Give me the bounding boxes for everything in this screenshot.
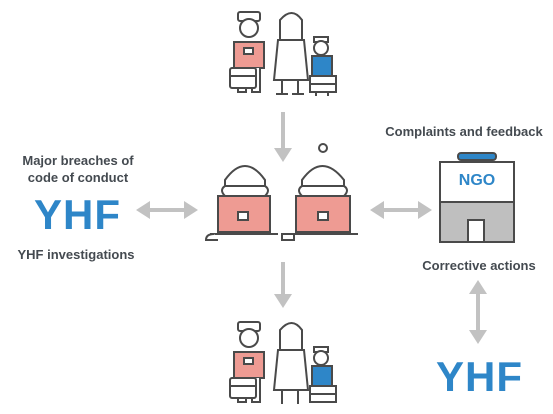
- arrow-left-right-ngo: [370, 201, 432, 219]
- yhf-investigations-label: YHF investigations: [17, 247, 135, 262]
- child-figure: [309, 36, 337, 96]
- arrow-up-down-right: [469, 280, 487, 344]
- ngo-sign-label: NGO: [458, 172, 496, 189]
- man-figure: [229, 11, 265, 93]
- arrow-left-right-yhf: [136, 201, 198, 219]
- corrective-actions-label: Corrective actions: [422, 258, 536, 273]
- staff-at-laptops-icon: [204, 143, 358, 241]
- woman-figure: [272, 12, 310, 95]
- ngo-building-icon: [439, 152, 515, 243]
- arrow-down-top: [274, 112, 292, 162]
- arrow-down-bottom: [274, 262, 292, 308]
- yhf-left-logo: YHF: [34, 191, 121, 238]
- major-breaches-line1: Major breaches of: [22, 153, 134, 168]
- complaints-feedback-label: Complaints and feedback: [385, 124, 543, 139]
- yhf-right-logo: YHF: [436, 353, 523, 400]
- major-breaches-line2: code of conduct: [27, 170, 129, 185]
